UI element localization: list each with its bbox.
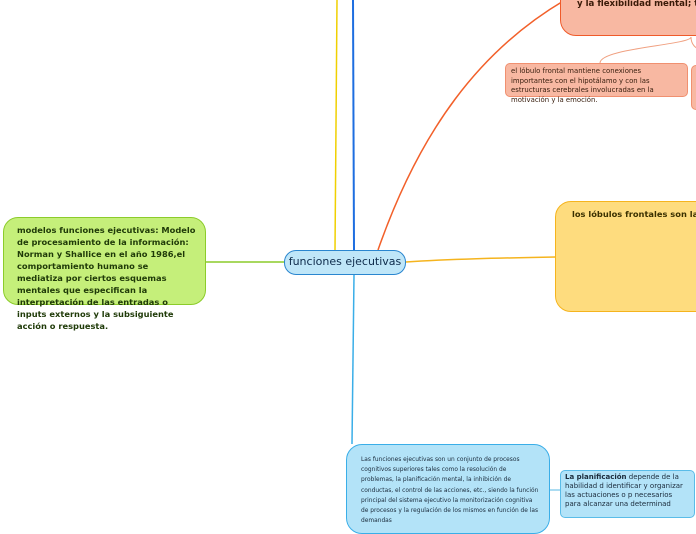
node-frontal-functions[interactable]: y la flexibilidad mental; ta moralidad, …: [560, 0, 696, 36]
node-planning[interactable]: La planificación depende de la habilidad…: [560, 470, 695, 518]
connector-blue-up: [352, 0, 355, 251]
node-hypothalamus[interactable]: el lóbulo frontal mantiene conexiones im…: [505, 63, 688, 104]
central-topic[interactable]: funciones ejecutivas: [284, 250, 406, 275]
connector-yellow-up: [334, 0, 338, 251]
node-models[interactable]: modelos funciones ejecutivas: Modelo de …: [3, 217, 206, 331]
connector-blue-down: [351, 274, 355, 445]
planning-text: depende de la habilidad d identificar y …: [565, 473, 683, 508]
connector-lines: [205, 0, 696, 491]
node-sibling-partial[interactable]: [691, 65, 696, 110]
node-definition[interactable]: Las funciones ejecutivas son un conjunto…: [346, 444, 550, 534]
connector-yellow-right: [405, 256, 557, 263]
connector-orange: [377, 0, 566, 251]
connector-salmon: [599, 36, 696, 64]
node-frontal-lobes[interactable]: los lóbulos frontales son la parte subya…: [555, 201, 696, 312]
planning-title: La planificación: [565, 473, 627, 481]
